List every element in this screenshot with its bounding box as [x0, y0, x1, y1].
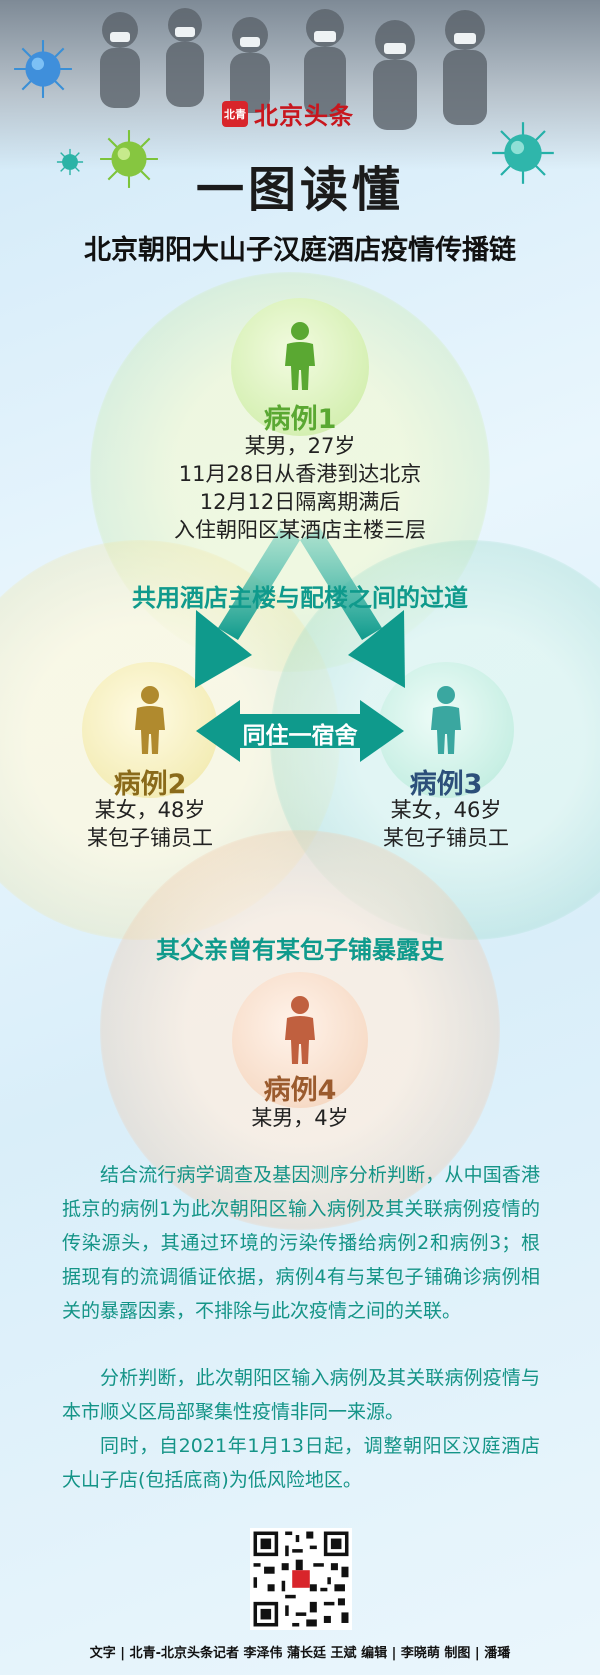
case-2-info-line: 某女，48岁: [94, 798, 206, 822]
virus-icon: [56, 148, 84, 176]
case-2-label: 病例2: [113, 769, 187, 800]
case-1-info-line: 入住朝阳区某酒店主楼三层: [174, 518, 426, 542]
person-icon: [285, 322, 315, 390]
case-1-label: 病例1: [263, 404, 337, 435]
transmission-arrows: [195, 528, 405, 762]
case-4-info: 某男，4岁: [150, 1104, 450, 1132]
brand-logo-badge: 北青: [222, 100, 248, 127]
virus-icon: [100, 130, 158, 188]
page-subtitle: 北京朝阳大山子汉庭酒店疫情传播链: [84, 235, 516, 266]
case-1-info-line: 11月28日从香港到达北京: [178, 462, 422, 486]
case-4-info-line: 某男，4岁: [251, 1106, 349, 1130]
case-4-label: 病例4: [263, 1075, 337, 1106]
person-icon: [135, 686, 165, 754]
father-exposure-label: 其父亲曾有某包子铺暴露史: [156, 936, 444, 964]
brand-name: 北京头条: [254, 101, 354, 130]
case-1-info-line: 12月12日隔离期满后: [199, 490, 401, 514]
arrow-case1-to-case2: [195, 528, 300, 688]
case-2-info: 某女，48岁 某包子铺员工: [40, 796, 260, 852]
page-title: 一图读懂: [195, 162, 404, 218]
person-icon: [285, 996, 315, 1064]
case-1-info: 某男，27岁 11月28日从香港到达北京 12月12日隔离期满后 入住朝阳区某酒…: [100, 432, 500, 544]
shared-corridor-label: 共用酒店主楼与配楼之间的过道: [132, 584, 468, 612]
virus-icon: [14, 40, 72, 98]
case-1-info-line: 某男，27岁: [244, 434, 356, 458]
case-3-info-line: 某包子铺员工: [383, 826, 509, 850]
crowd-illustration: [100, 8, 487, 130]
analysis-paragraph: 分析判断，此次朝阳区输入病例及其关联病例疫情与本市顺义区局部聚集性疫情非同一来源…: [62, 1367, 540, 1423]
case-3-info-line: 某女，46岁: [390, 798, 502, 822]
case-3-info: 某女，46岁 某包子铺员工: [336, 796, 556, 852]
person-icon: [431, 686, 461, 754]
brand-logo: 北青 北京头条: [222, 96, 354, 131]
credits: 文字 | 北青-北京头条记者 李泽伟 蒲长廷 王斌 编辑 | 李晓萌 制图 | …: [89, 1646, 511, 1661]
qr-code: [250, 1528, 352, 1630]
analysis-paragraph: 结合流行病学调查及基因测序分析判断，从中国香港抵京的病例1为此次朝阳区输入病例及…: [62, 1164, 540, 1322]
arrow-case1-to-case3: [300, 528, 405, 688]
header-photo: 北青 北京头条: [0, 0, 600, 170]
roommates-label: 同住一宿舍: [242, 723, 358, 749]
analysis-paragraph: 同时，自2021年1月13日起，调整朝阳区汉庭酒店大山子店(包括底商)为低风险地…: [62, 1435, 540, 1491]
case-3-label: 病例3: [409, 769, 483, 800]
virus-icon: [492, 122, 554, 184]
case-2-info-line: 某包子铺员工: [87, 826, 213, 850]
arrow-case2-case3: [196, 700, 404, 762]
